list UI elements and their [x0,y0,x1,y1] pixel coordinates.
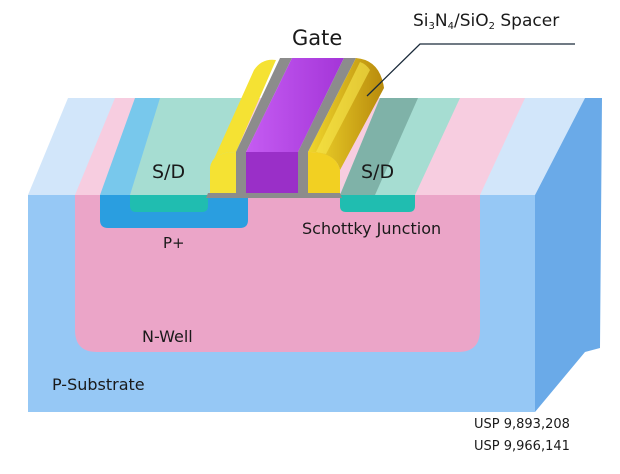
gate-liner-top-right [298,58,356,152]
spacer-right-highlight [316,62,370,154]
pplus-label: P+ [163,234,185,252]
gate-liner-left [236,152,246,193]
substrate-side-face [535,98,602,412]
nwell-label: N-Well [142,327,193,346]
gate-oxide [206,193,342,198]
patent-number-1: USP 9,893,208 [474,417,570,432]
psubstrate-label: P-Substrate [52,375,145,394]
sd-left-label: S/D [152,161,186,183]
gate-front-face [246,152,298,193]
patent-number-2: USP 9,966,141 [474,439,570,454]
sd-right-shadow [340,98,418,195]
gate-top-face [246,58,344,152]
spacer-left-top [210,59,276,168]
gate-liner-right [298,152,308,193]
gate-liner-top-left [236,58,292,152]
spacer-callout-line [366,43,575,97]
sd-left-front [130,195,208,212]
schottky-label: Schottky Junction [302,219,442,238]
sd-right-label: S/D [361,161,395,183]
spacer-label: Si3N4/SiO2 Spacer [413,11,560,32]
gate-label: Gate [292,26,343,50]
nwell-front-face [75,195,480,352]
schottky-junction [340,195,415,212]
spacer-right [298,152,340,193]
